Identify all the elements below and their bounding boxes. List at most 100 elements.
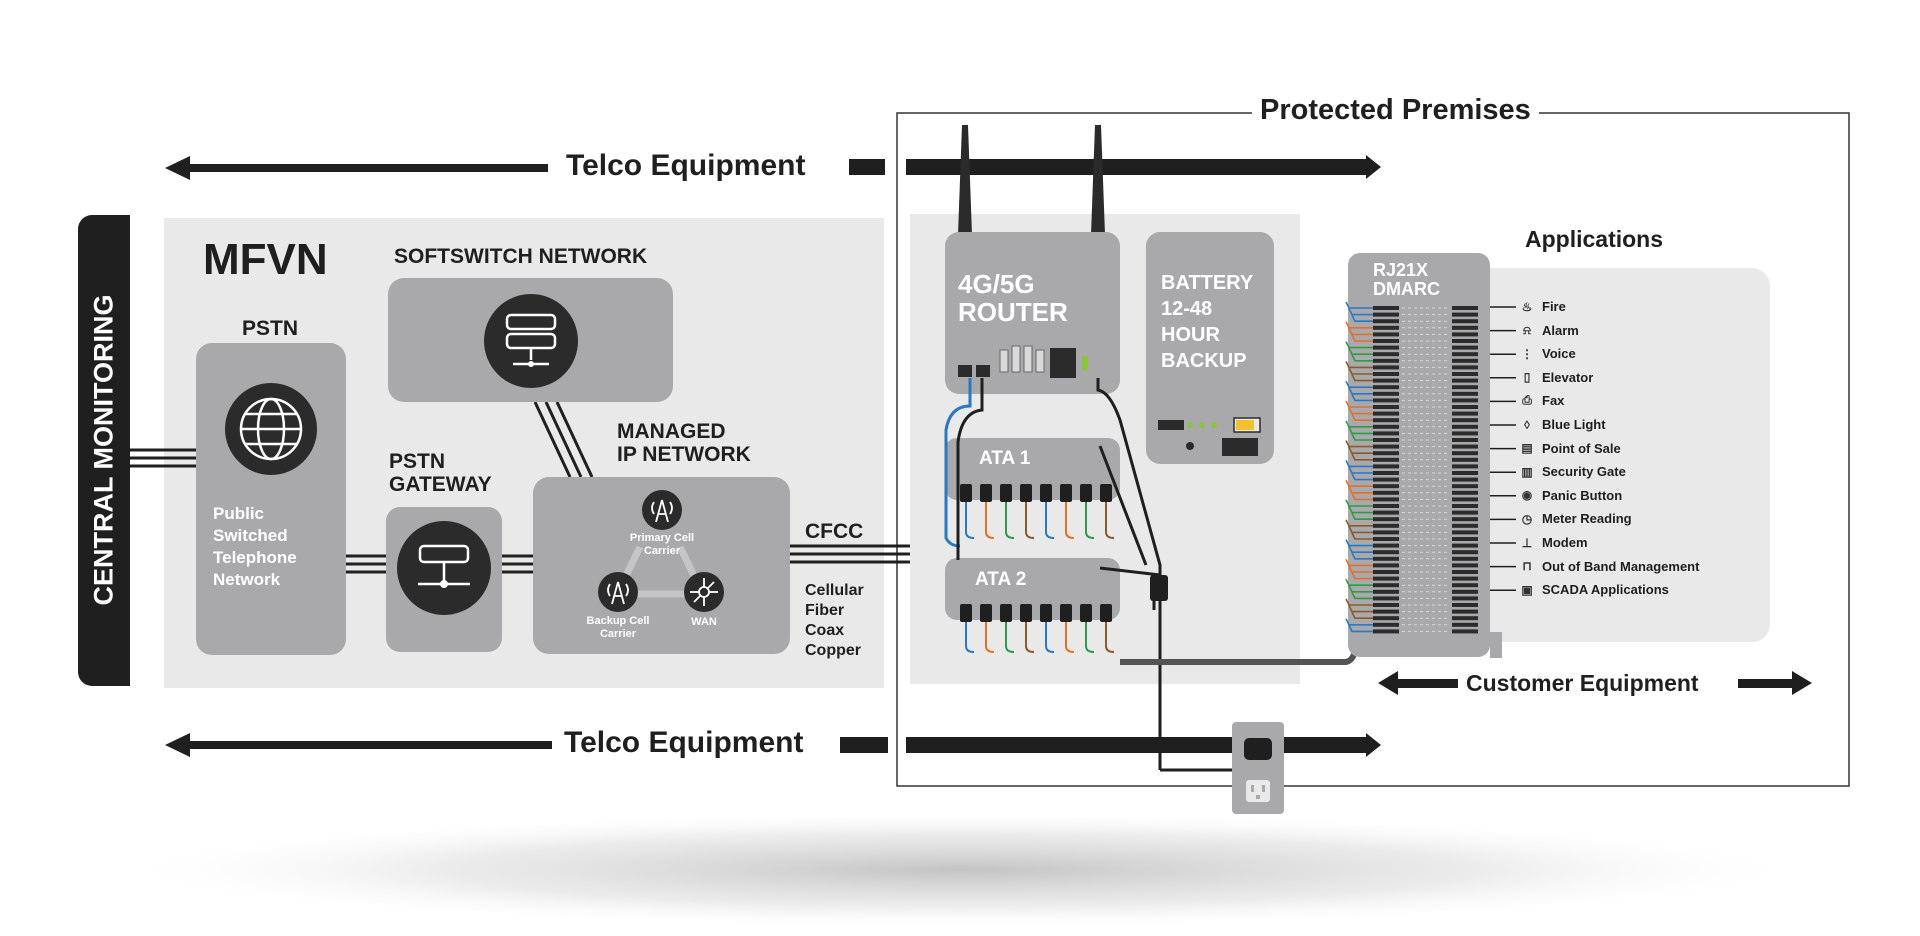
ata1-phone-wire (985, 502, 995, 539)
cfcc-type-4: Copper (805, 642, 861, 659)
primary-cell-line-2: Carrier (643, 545, 681, 557)
application-item: ▥Security Gate (1520, 464, 1626, 479)
dmarc-terminal (1452, 504, 1478, 508)
dmarc-terminal (1452, 523, 1478, 528)
dmarc-wire (1351, 532, 1373, 540)
application-item: ▯Elevator (1520, 369, 1594, 385)
dmarc-wire (1348, 565, 1373, 573)
register-icon: ▤ (1521, 441, 1533, 456)
dmarc-terminal (1452, 484, 1478, 489)
ata2-rj11-plug (960, 604, 972, 622)
dmarc-terminal (1373, 438, 1399, 442)
scada-icon: ▣ (1521, 582, 1533, 597)
application-label: Elevator (1542, 369, 1594, 385)
dmarc-wire (1351, 334, 1373, 342)
dmarc-wire (1345, 400, 1373, 408)
dmarc-terminal (1373, 444, 1399, 449)
dmarc-terminal (1373, 596, 1399, 601)
application-item: ◉Panic Button (1520, 488, 1622, 503)
ata1-label: ATA 1 (979, 448, 1031, 469)
dmarc-terminal (1452, 352, 1478, 357)
meter-icon: ◷ (1521, 511, 1533, 526)
dmarc-terminal (1373, 609, 1399, 614)
backup-cell-line-1: Backup Cell (586, 615, 650, 627)
dmarc-wire (1351, 592, 1373, 600)
dmarc-terminal (1452, 451, 1478, 456)
dmarc-wire (1351, 453, 1373, 461)
dmarc-terminal (1452, 405, 1478, 409)
dmarc-terminal (1452, 563, 1478, 568)
application-item: ▤Point of Sale (1520, 441, 1620, 456)
dmarc-terminal (1452, 464, 1478, 469)
ata1-phone-wire (1045, 502, 1055, 539)
dmarc-terminal (1373, 530, 1399, 535)
dmarc-terminal (1373, 517, 1399, 522)
ata1-phone-wire (1025, 502, 1035, 539)
light-icon: ◊ (1524, 417, 1530, 432)
dmarc-terminal (1373, 490, 1399, 495)
dmarc-wire (1351, 374, 1373, 382)
dmarc-wire (1345, 519, 1373, 527)
dmarc-terminal (1452, 576, 1478, 581)
dmarc-terminal (1373, 332, 1399, 337)
dmarc-terminal (1373, 325, 1399, 330)
dmarc-wire (1348, 526, 1373, 534)
primary-cell-tower-icon (642, 490, 682, 530)
dmarc-terminal (1452, 431, 1478, 436)
dmarc-wire (1351, 413, 1373, 421)
application-label: Fire (1542, 299, 1566, 314)
dmarc-terminal (1373, 345, 1399, 350)
dmarc-terminal (1452, 543, 1478, 548)
softswitch-network-label: SOFTSWITCH NETWORK (394, 245, 648, 268)
dmarc-terminal (1452, 583, 1478, 588)
dmarc-wire (1345, 479, 1373, 487)
dmarc-terminal (1373, 358, 1399, 363)
dmarc-terminal (1452, 603, 1478, 607)
dmarc-wire (1345, 420, 1373, 428)
telco-equipment-top-label: Telco Equipment (566, 149, 806, 182)
applications-title: Applications (1525, 226, 1664, 252)
applications-panel (1470, 268, 1770, 642)
application-item: ⋮Voice (1520, 346, 1576, 361)
dmarc-wire (1348, 308, 1373, 316)
dmarc-terminal (1373, 339, 1399, 343)
panic-button-icon: ◉ (1521, 488, 1533, 503)
dmarc-wire (1348, 328, 1373, 336)
battery-box (1146, 232, 1274, 464)
dmarc-terminal (1373, 497, 1399, 502)
application-label: Alarm (1542, 322, 1579, 338)
dmarc-wire (1345, 559, 1373, 567)
dmarc-terminal (1373, 563, 1399, 568)
dmarc-wire (1348, 545, 1373, 553)
dmarc-terminal (1373, 543, 1399, 548)
pstn-gateway-line-2: GATEWAY (389, 473, 492, 496)
dmarc-wire (1351, 354, 1373, 362)
fax-icon: ⎙ (1522, 393, 1532, 408)
telco-arrow-top (165, 155, 1381, 180)
router-ports (958, 345, 1088, 378)
dmarc-terminal (1452, 530, 1478, 535)
dmarc-wire (1345, 539, 1373, 547)
dmarc-terminal (1452, 510, 1478, 515)
dmarc-terminal (1452, 517, 1478, 522)
pstn-full-line-2: Switched (213, 526, 288, 545)
dmarc-terminal (1373, 537, 1399, 541)
application-item: ◷Meter Reading (1520, 511, 1632, 526)
server-icon (484, 294, 578, 388)
application-item: ⍾Alarm (1520, 323, 1579, 338)
dmarc-wire (1348, 446, 1373, 454)
managed-ip-box (533, 477, 790, 654)
dmarc-terminal (1373, 471, 1399, 475)
ata1-rj11-plug (980, 484, 992, 502)
dmarc-terminal (1452, 589, 1478, 594)
protected-premises-label: Protected Premises (1252, 96, 1539, 125)
ata1-rj11-plug (1000, 484, 1012, 502)
dmarc-terminal (1452, 609, 1478, 614)
pstn-full-line-4: Network (213, 570, 281, 589)
ata2-phone-wire (965, 622, 975, 653)
application-label: Blue Light (1542, 417, 1606, 432)
dmarc-wire (1348, 466, 1373, 474)
dmarc-terminal (1373, 365, 1399, 370)
application-item: ♨Fire (1520, 299, 1566, 314)
dmarc-terminal (1373, 312, 1399, 317)
